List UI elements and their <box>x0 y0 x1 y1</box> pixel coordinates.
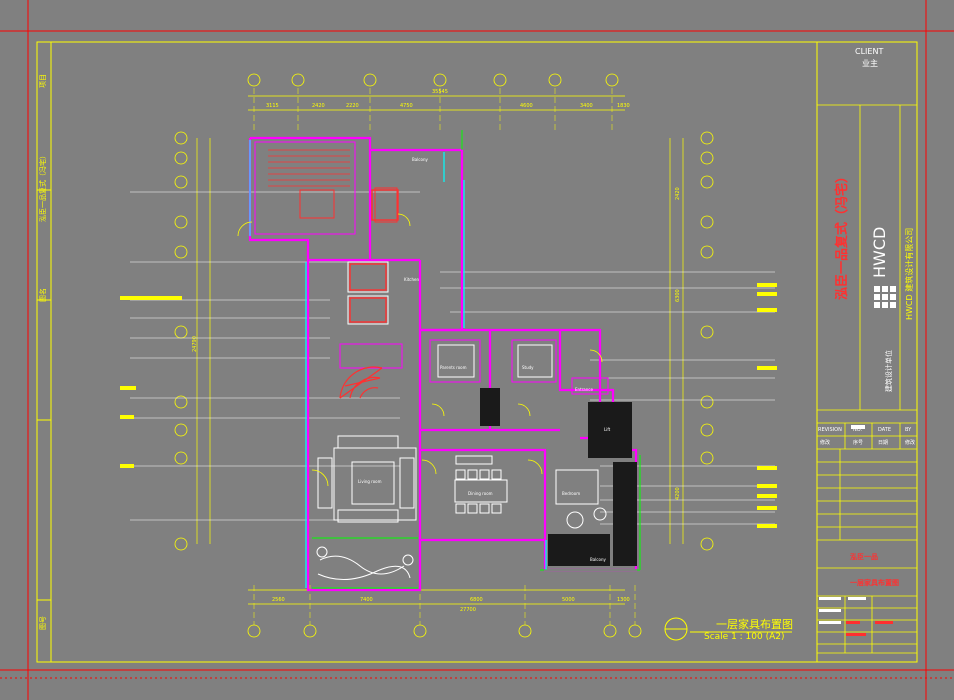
room-label-parents: Parents room <box>440 365 467 370</box>
left-strip-label-3: 图名 <box>39 288 47 302</box>
top-dim-1: 3115 <box>266 103 279 109</box>
left-strip-label-1: 项目 <box>39 74 47 88</box>
yellow-doors <box>237 213 603 487</box>
top-dim-5: 4600 <box>520 103 533 109</box>
rev-header-date: DATE <box>878 427 892 433</box>
left-strip-label-2: 泓臣一品复式（冯宅） <box>39 152 47 222</box>
room-label-living: Living room <box>358 479 382 484</box>
right-dim-3: 4200 <box>675 487 681 500</box>
rev-header-date-cn: 日期 <box>878 440 889 446</box>
rev-header-revision: REVISION <box>818 427 842 433</box>
room-label-dining: Dining room <box>468 491 493 496</box>
top-total-dimension: 35545 <box>432 89 448 95</box>
project-name: 泓臣一品复式（冯宅） <box>835 169 850 300</box>
dark-zones <box>480 388 637 566</box>
rev-header-no: NO. <box>853 427 863 433</box>
room-label-study: Study <box>522 365 534 370</box>
furniture-dining <box>454 455 508 514</box>
bottom-dim-2: 7400 <box>360 597 373 603</box>
title-block-cells <box>819 425 866 624</box>
axis-bubbles <box>174 73 714 638</box>
sheet-title: 一层家具布置图 <box>850 579 899 587</box>
bottom-total-dimension: 27700 <box>460 607 476 613</box>
room-label-balcony-bottom: Balcony <box>590 557 606 562</box>
furniture-living <box>317 435 417 523</box>
plan-title: 一层家具布置图 <box>716 618 793 631</box>
rev-header-no-cn: 序号 <box>853 440 864 446</box>
top-dim-3: 2220 <box>346 103 359 109</box>
bottom-dim-5: 1300 <box>617 597 630 603</box>
room-label-bedroom: Bedroom <box>562 491 581 496</box>
furniture-bedrooms <box>347 261 599 505</box>
top-dim-2: 2420 <box>312 103 325 109</box>
stair-hatch <box>268 149 350 187</box>
company-logo-text: HWCD <box>870 226 889 278</box>
right-dim-1: 2420 <box>675 187 681 200</box>
balcony-plants <box>316 507 607 580</box>
top-dim-4: 4750 <box>400 103 413 109</box>
spiral-stair <box>339 366 383 399</box>
rev-header-by: BY <box>905 427 912 433</box>
top-dim-7: 1830 <box>617 103 630 109</box>
hwcd-logo-icon <box>874 286 896 308</box>
bottom-dim-1: 2560 <box>272 597 285 603</box>
cyan-window-lines <box>249 140 547 588</box>
room-label-kitchen: Kitchen <box>404 277 420 282</box>
right-dim-2: 6300 <box>675 289 681 302</box>
rev-header-revision-cn: 修改 <box>820 440 831 446</box>
callout-tags <box>120 283 777 528</box>
room-label-lift: Lift <box>604 427 611 432</box>
callout-leaders <box>130 191 775 525</box>
left-strip-label-4: 图号 <box>39 616 47 630</box>
stair-core <box>299 187 398 223</box>
green-balcony-lines <box>312 130 641 589</box>
bottom-dim-4: 5000 <box>562 597 575 603</box>
grid-axis-lines <box>253 88 636 625</box>
top-dim-6: 3400 <box>580 103 593 109</box>
client-label: CLIENT <box>855 47 884 56</box>
title-block-red-values <box>846 621 893 636</box>
room-label-balcony-top: Balcony <box>412 157 428 162</box>
section-marker-icon <box>664 617 792 641</box>
project-short: 泓臣一品 <box>850 553 878 561</box>
title-block-grid <box>817 104 917 654</box>
plan-scale: Scale 1 : 100 (A2) <box>704 632 785 642</box>
furniture-red-beds <box>349 189 399 323</box>
rev-header-by-cn: 修改 <box>905 440 916 446</box>
floor-plan-walls <box>248 136 638 592</box>
bottom-dim-3: 6800 <box>470 597 483 603</box>
dimension-lines <box>196 95 684 605</box>
drawing-frame <box>36 41 918 663</box>
client-label-cn: 业主 <box>862 59 878 68</box>
company-sub: 建筑设计单位 <box>885 350 893 392</box>
company-name: HWCD 建筑设计有限公司 <box>905 227 914 320</box>
interior-walls <box>254 141 609 395</box>
left-total-dimension: 24790 <box>192 336 198 352</box>
room-label-entrance: Entrance <box>575 387 593 392</box>
